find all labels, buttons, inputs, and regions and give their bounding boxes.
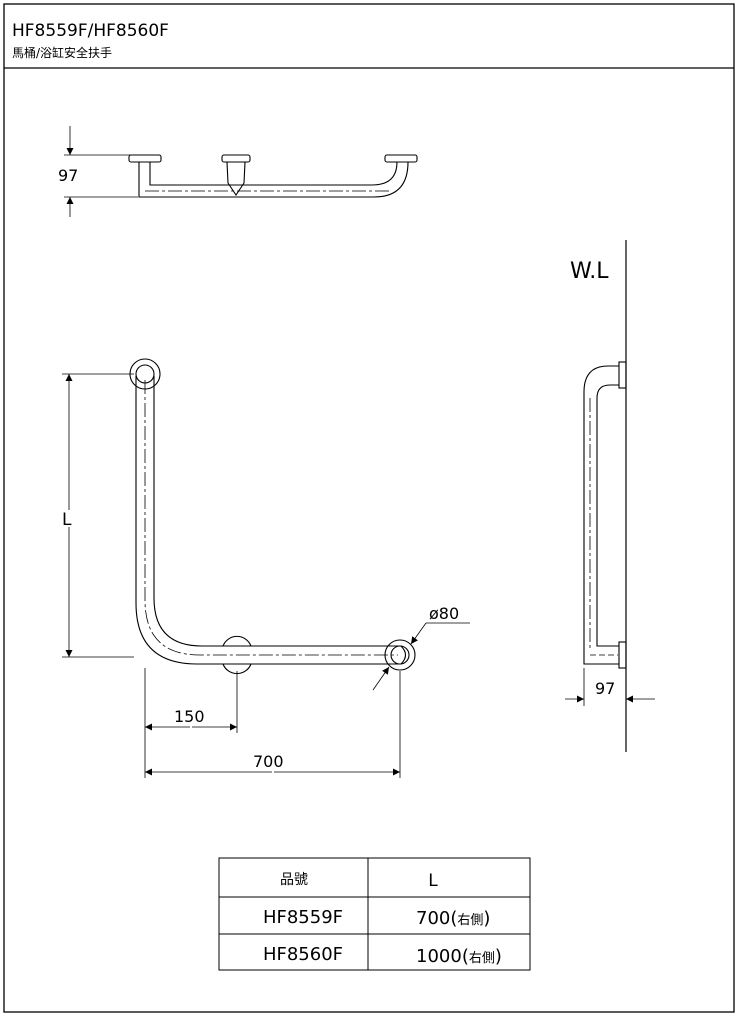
front-view-bar-end xyxy=(400,645,407,665)
model-title: HF8559F/HF8560F xyxy=(12,21,169,41)
side-flange-top xyxy=(618,361,627,389)
flange-top-inner xyxy=(135,364,155,384)
spec-table xyxy=(218,857,531,971)
dim-length xyxy=(145,671,401,778)
front-view-bar-outer xyxy=(135,376,401,665)
flange-end-inner xyxy=(390,645,410,665)
table-row-1-model: HF8559F xyxy=(263,907,343,928)
side-flange-bottom xyxy=(618,641,627,669)
dim-diameter xyxy=(372,622,470,691)
dim-side-depth-label: 97 xyxy=(595,679,615,698)
front-view-bar-inner xyxy=(153,376,401,647)
dim-top-depth-label: 97 xyxy=(58,166,78,185)
table-row-2-side: 右側 xyxy=(469,951,495,966)
side-bar-inner xyxy=(596,384,619,647)
table-row-1-length: 700(右側) xyxy=(416,908,490,929)
table-header-length: L xyxy=(428,871,438,891)
dim-length-label: 700 xyxy=(253,752,284,771)
table-row-1-length-value: 700 xyxy=(416,908,450,929)
paren-close: ) xyxy=(483,908,490,929)
top-view xyxy=(128,154,418,198)
dim-top-depth xyxy=(64,126,138,217)
flange-end xyxy=(384,639,416,671)
table-row-2-length: 1000(右側) xyxy=(416,946,502,967)
wall-label: W.L xyxy=(570,259,609,284)
side-view xyxy=(583,361,627,669)
sheet-border xyxy=(3,3,735,1013)
front-view xyxy=(129,358,416,675)
dim-height-label: L xyxy=(62,510,72,530)
table-header-model: 品號 xyxy=(280,872,308,888)
top-view-bar-inner xyxy=(149,161,398,186)
dim-offset xyxy=(144,668,238,778)
top-view-bar xyxy=(138,161,409,198)
top-view-flange-middle xyxy=(221,154,251,163)
side-bar-outer xyxy=(583,365,619,665)
dim-side-depth xyxy=(565,668,655,706)
dim-height xyxy=(62,373,134,658)
paren-open: ( xyxy=(450,908,457,929)
front-view-centerline xyxy=(144,380,398,656)
paren-close: ) xyxy=(495,946,502,967)
paren-open: ( xyxy=(462,946,469,967)
table-row-1-side: 右側 xyxy=(457,913,483,928)
top-view-flange-left xyxy=(128,154,162,163)
product-name: 馬桶/浴缸安全扶手 xyxy=(12,45,112,60)
dim-diameter-label: ø80 xyxy=(429,604,459,623)
table-row-2-model: HF8560F xyxy=(263,944,343,965)
top-view-middle-post xyxy=(226,161,246,196)
dim-offset-label: 150 xyxy=(174,707,205,726)
top-view-flange-right xyxy=(384,154,418,163)
table-row-2-length-value: 1000 xyxy=(416,946,462,967)
